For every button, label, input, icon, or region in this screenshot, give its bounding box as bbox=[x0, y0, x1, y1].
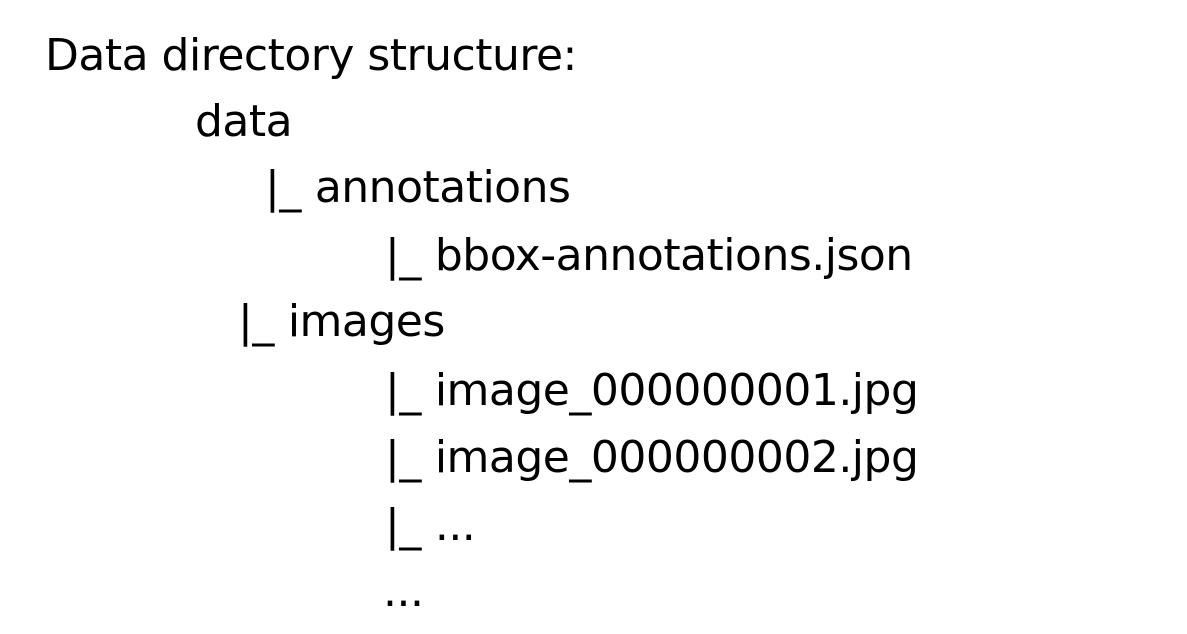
page-title: Data directory structure: bbox=[45, 30, 577, 81]
tree-ellipsis: ... bbox=[383, 566, 424, 617]
tree-branch-marker: |_ bbox=[385, 365, 421, 416]
tree-item-label: ... bbox=[434, 500, 476, 551]
tree-item-label: images bbox=[287, 296, 445, 347]
tree-branch-marker: |_ bbox=[385, 432, 421, 483]
tree-item-label: bbox-annotations.json bbox=[434, 230, 913, 281]
tree-item-bbox-annotations-json: |_ bbox-annotations.json bbox=[385, 230, 913, 282]
tree-item-label: image_000000002.jpg bbox=[434, 432, 919, 483]
tree-item-image-more: |_... bbox=[385, 500, 476, 552]
tree-item-label: image_000000001.jpg bbox=[434, 365, 919, 416]
tree-item-images: |_ images bbox=[238, 296, 445, 348]
tree-branch-marker: |_ bbox=[385, 230, 421, 281]
tree-item-annotations: |_ annotations bbox=[265, 162, 571, 214]
tree-branch-marker: |_ bbox=[265, 162, 301, 213]
tree-root-data: data bbox=[195, 96, 293, 147]
tree-item-image-2: |_ image_000000002.jpg bbox=[385, 432, 919, 484]
tree-branch-marker: |_ bbox=[385, 500, 421, 551]
tree-item-image-1: |_ image_000000001.jpg bbox=[385, 365, 919, 417]
tree-item-label: annotations bbox=[314, 162, 571, 213]
tree-branch-marker: |_ bbox=[238, 296, 274, 347]
